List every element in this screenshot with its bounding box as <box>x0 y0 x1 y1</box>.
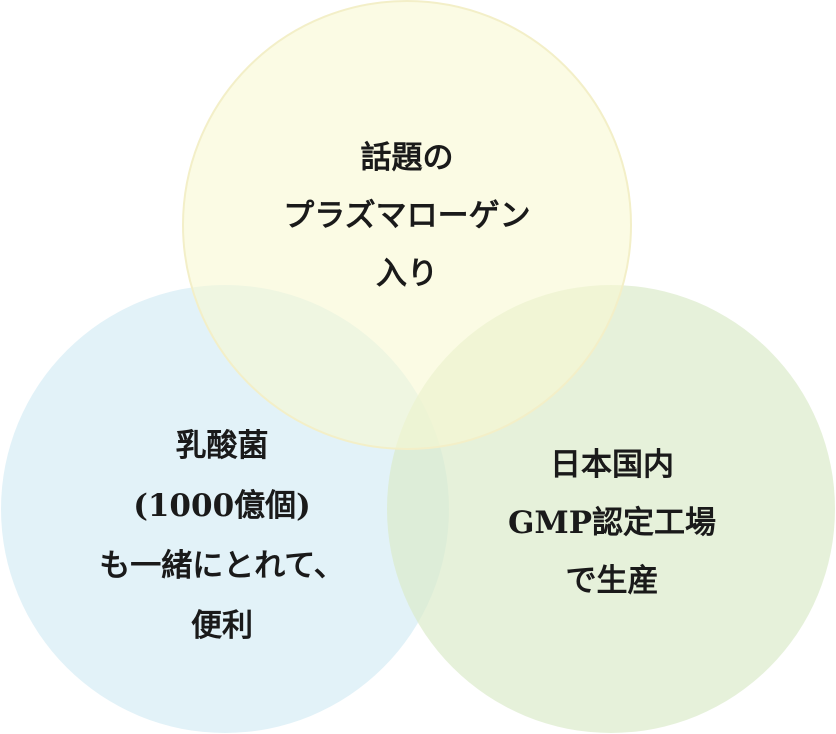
left-line-4: 便利 <box>191 608 253 644</box>
left-line-3: も一緒にとれて、 <box>99 548 345 584</box>
left-line-2: (1000億個) <box>133 488 311 524</box>
top-circle-text: 話題の プラズマローゲン 入り <box>283 129 530 303</box>
left-circle-text: 乳酸菌 (1000億個) も一緒にとれて、 便利 <box>99 416 345 656</box>
top-line-2: プラズマローゲン <box>283 198 531 234</box>
right-line-3: で生産 <box>565 563 659 599</box>
right-line-2: GMP認定工場 <box>507 505 717 541</box>
top-line-1: 話題の <box>360 140 454 176</box>
right-circle-text: 日本国内 GMP認定工場 で生産 <box>508 436 716 610</box>
left-line-1: 乳酸菌 <box>175 428 269 464</box>
circle-top <box>182 0 632 450</box>
top-line-3: 入り <box>375 256 438 292</box>
right-line-1: 日本国内 <box>549 447 674 483</box>
